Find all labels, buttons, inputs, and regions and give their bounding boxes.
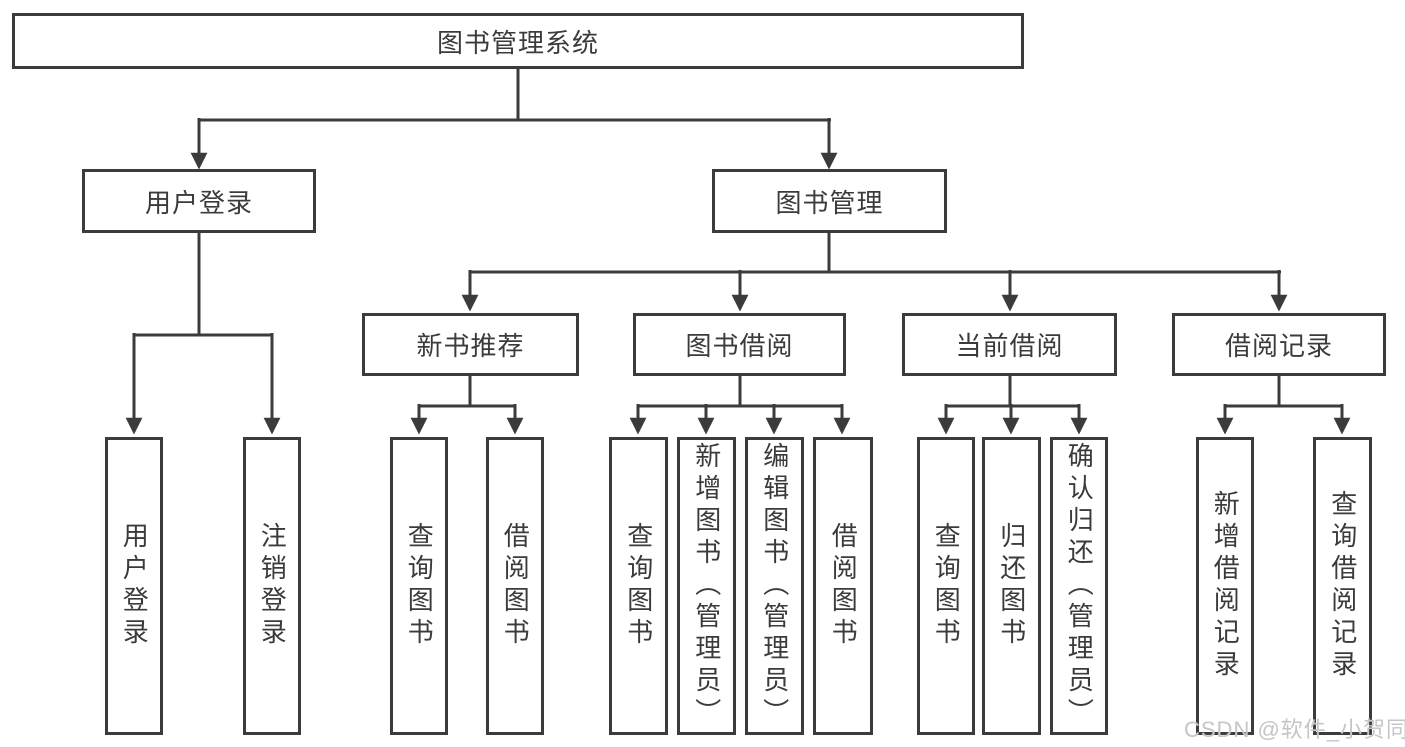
leaf-current-query-books-label: 查询图书	[931, 522, 962, 650]
leaf-logout-label: 注销登录	[257, 522, 288, 650]
leaf-borrow-edit-books-admin-label: 编辑图书（管理员）	[759, 442, 790, 730]
node-new-book-recommendation-label: 新书推荐	[416, 331, 525, 361]
node-root-label: 图书管理系统	[436, 27, 599, 58]
node-current-borrowing: 当前借阅	[902, 313, 1117, 376]
leaf-current-query-books: 查询图书	[917, 437, 975, 735]
node-borrowing-records: 借阅记录	[1172, 313, 1386, 376]
leaf-record-add-borrow-record-label: 新增借阅记录	[1210, 490, 1241, 682]
leaf-borrow-add-books-admin: 新增图书（管理员）	[677, 437, 736, 735]
leaf-borrow-borrow-books: 借阅图书	[813, 437, 873, 735]
leaf-record-add-borrow-record: 新增借阅记录	[1196, 437, 1254, 735]
leaf-recommend-borrow-books: 借阅图书	[486, 437, 544, 735]
node-current-borrowing-label: 当前借阅	[955, 331, 1064, 361]
leaf-borrow-add-books-admin-label: 新增图书（管理员）	[691, 442, 722, 730]
leaf-record-query-borrow-record: 查询借阅记录	[1313, 437, 1372, 735]
leaf-borrow-edit-books-admin: 编辑图书（管理员）	[745, 437, 804, 735]
node-root-library-management-system: 图书管理系统	[12, 13, 1024, 69]
leaf-user-login-label: 用户登录	[119, 522, 150, 650]
node-borrowing-records-label: 借阅记录	[1224, 331, 1333, 361]
leaf-borrow-query-books: 查询图书	[609, 437, 668, 735]
leaf-borrow-borrow-books-label: 借阅图书	[828, 522, 859, 650]
leaf-current-return-books: 归还图书	[982, 437, 1041, 735]
leaf-record-query-borrow-record-label: 查询借阅记录	[1327, 490, 1358, 682]
node-new-book-recommendation: 新书推荐	[362, 313, 579, 376]
node-user-login: 用户登录	[82, 169, 316, 233]
leaf-current-confirm-return-admin-label: 确认归还（管理员）	[1064, 442, 1095, 730]
node-book-management: 图书管理	[712, 169, 947, 233]
node-book-borrowing: 图书借阅	[633, 313, 846, 376]
leaf-recommend-query-books-label: 查询图书	[404, 522, 435, 650]
leaf-current-confirm-return-admin: 确认归还（管理员）	[1050, 437, 1108, 735]
node-book-management-label: 图书管理	[775, 187, 884, 218]
node-user-login-label: 用户登录	[144, 187, 253, 218]
leaf-recommend-query-books: 查询图书	[390, 437, 448, 735]
leaf-recommend-borrow-books-label: 借阅图书	[500, 522, 531, 650]
node-book-borrowing-label: 图书借阅	[685, 331, 794, 361]
leaf-user-login: 用户登录	[105, 437, 163, 735]
leaf-current-return-books-label: 归还图书	[996, 522, 1027, 650]
csdn-watermark: CSDN @软件_小贺同学	[1184, 717, 1405, 742]
leaf-borrow-query-books-label: 查询图书	[623, 522, 654, 650]
leaf-logout: 注销登录	[243, 437, 301, 735]
